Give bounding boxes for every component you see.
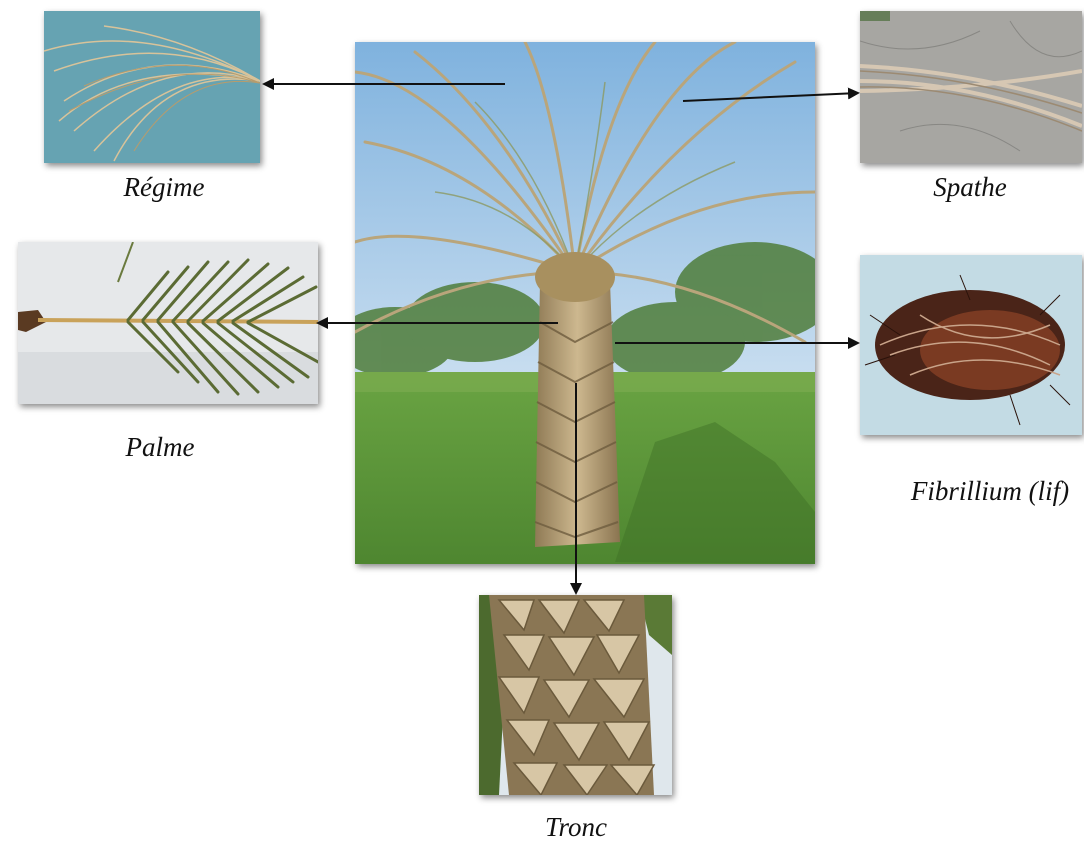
regime-label: Régime <box>104 172 224 203</box>
palme-label: Palme <box>100 432 220 463</box>
fibrillium-label: Fibrillium (lif) <box>900 476 1080 507</box>
regime-image <box>44 11 260 163</box>
tronc-image <box>479 595 672 795</box>
spathe-image <box>860 11 1082 163</box>
fibrillium-image <box>860 255 1082 435</box>
palme-image <box>18 242 318 404</box>
central-palm-tree-image <box>355 42 815 564</box>
tronc-label: Tronc <box>516 812 636 843</box>
spathe-label: Spathe <box>910 172 1030 203</box>
